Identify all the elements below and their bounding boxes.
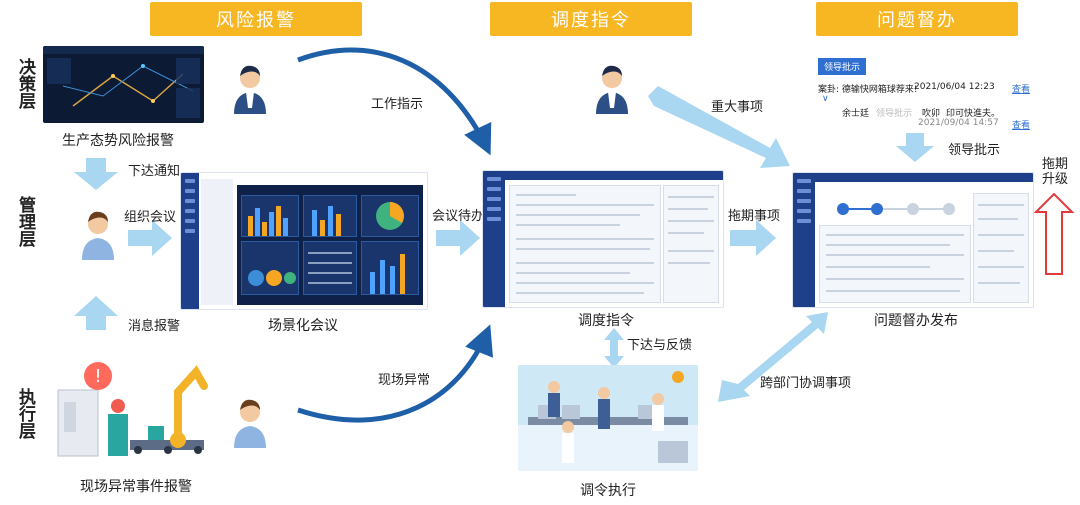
- edge-label-field-exception: 现场异常: [378, 373, 431, 388]
- person-icon-decision-center: [596, 65, 628, 114]
- edge-label-overdue-escalate: 拖期升级: [1041, 157, 1068, 187]
- approval-row1-prefix: 案卦:: [818, 85, 840, 95]
- progress-steps: [837, 203, 955, 215]
- header-dispatch-order: 调度指令: [490, 2, 692, 36]
- approval-row2-dept: 领导批示: [876, 109, 913, 119]
- edge-label-major-issue: 重大事项: [711, 100, 764, 115]
- light-arrows: [74, 86, 934, 402]
- header-risk-alarm: 风险报警: [150, 2, 362, 36]
- edge-label-message-alarm: 消息报警: [128, 319, 181, 334]
- layer-decision-text: 决策层: [15, 58, 35, 109]
- curve-field-exception: [297, 324, 493, 423]
- layer-management: 管理层: [12, 196, 36, 255]
- approval-row2-link[interactable]: 查看: [1012, 121, 1031, 131]
- node-label-production-risk: 生产态势风险报警: [62, 133, 174, 149]
- edge-label-issue-notice: 下达通知: [128, 164, 181, 179]
- approval-row1-title: 德输快网箱球荐来!: [841, 85, 918, 95]
- approval-row2-name: 余士廷: [842, 109, 870, 119]
- edge-label-work-instruction: 工作指示: [371, 97, 424, 112]
- approval-row1-link[interactable]: 查看: [1012, 85, 1031, 95]
- approval-row2-action: 吹卯: [922, 109, 941, 119]
- supervise-publish-app: [792, 172, 1034, 308]
- curve-work-instruction: [297, 47, 492, 156]
- edge-label-cross-dept: 跨部门协调事项: [760, 376, 852, 391]
- node-label-field-exception: 现场异常事件报警: [80, 479, 192, 495]
- execute-order-illustration: [518, 365, 698, 471]
- production-risk-dashboard: [43, 46, 204, 123]
- person-icon-execution: [234, 399, 266, 448]
- header-issue-supervision: 问题督办: [816, 2, 1018, 36]
- city-map-graphic: [43, 46, 204, 118]
- approval-row2-text: 印可快進夫。: [946, 109, 1001, 119]
- edge-label-organize-meeting: 组织会议: [124, 210, 177, 225]
- approval-tab[interactable]: 领导批示: [818, 58, 867, 75]
- field-exception-illustration: !: [57, 362, 208, 457]
- dispatch-order-app: [482, 170, 724, 308]
- layer-management-text: 管理层: [15, 196, 35, 247]
- layer-decision: 决策层: [12, 58, 36, 117]
- layer-execution: 执行层: [12, 388, 36, 447]
- person-icon-management: [82, 211, 114, 260]
- layer-execution-text: 执行层: [15, 388, 35, 439]
- svg-text:!: !: [94, 366, 101, 387]
- approval-row2-date: 2021/09/04 14:57: [918, 118, 999, 128]
- edge-label-issue-feedback: 下达与反馈: [627, 338, 693, 353]
- edge-label-meeting-todo: 会议待办: [432, 209, 485, 224]
- escalate-arrow: [1033, 192, 1075, 275]
- node-label-scene-meeting: 场景化会议: [268, 318, 338, 334]
- node-label-supervise-publish: 问题督办发布: [874, 313, 958, 329]
- scene-meeting-dashboard: [180, 172, 428, 310]
- node-label-execute-order: 调令执行: [580, 483, 636, 499]
- edge-label-leader-approval: 领导批示: [948, 143, 1001, 158]
- node-label-dispatch-order: 调度指令: [578, 313, 634, 329]
- person-icon-decision-left: [234, 65, 266, 114]
- approval-card: 领导批示 案卦: 德输快网箱球荐来! 2021/06/04 12:23 查看 ∨…: [818, 56, 1031, 131]
- approval-row1-date: 2021/06/04 12:23: [914, 82, 995, 92]
- edge-label-overdue-items: 拖期事项: [728, 209, 781, 224]
- chevron-down-icon[interactable]: ∨: [822, 94, 829, 104]
